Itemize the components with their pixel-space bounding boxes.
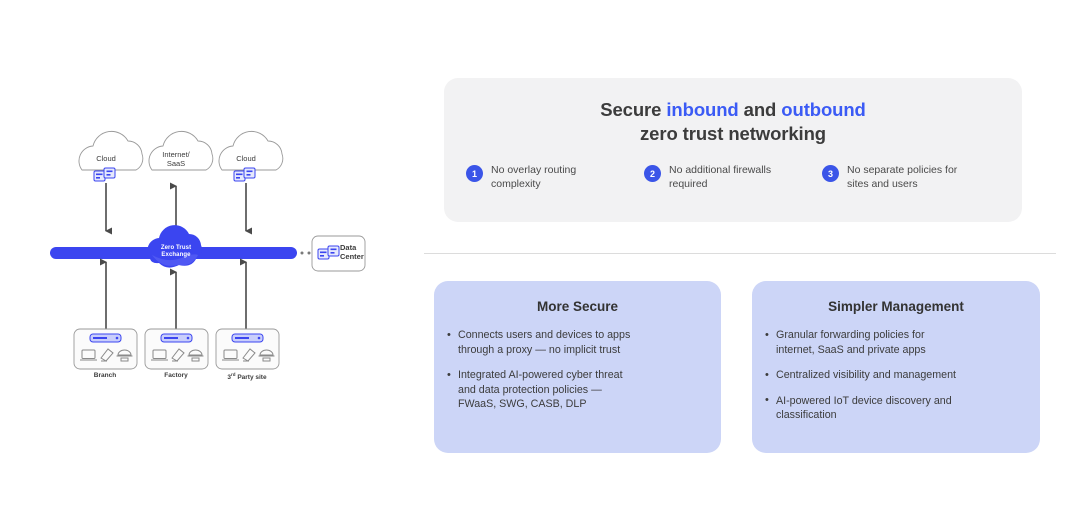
hero-point-text-1: No overlay routing complexity (491, 164, 577, 190)
section-divider (424, 253, 1056, 254)
card-more-secure: More Secure Connects users and devices t… (434, 281, 721, 453)
card-more-secure-list: Connects users and devices to apps throu… (434, 328, 721, 412)
hero-title-accent-inbound: inbound (666, 99, 739, 120)
card-simpler-management-bullet-1: Granular forwarding policies for interne… (765, 328, 1022, 357)
printer-icon-1 (116, 349, 133, 362)
card-simpler-management: Simpler Management Granular forwarding p… (752, 281, 1040, 453)
printer-icon-3 (258, 349, 275, 362)
cloud-label-3: Cloud (236, 154, 256, 163)
sensor-icon-3 (242, 348, 256, 362)
data-center-box (311, 235, 366, 272)
card-simpler-management-list: Granular forwarding policies for interne… (752, 328, 1040, 423)
site-box-2 (144, 328, 209, 370)
hero-point-1: 1 No overlay routing complexity (466, 164, 644, 191)
badge-number-3: 3 (822, 165, 839, 182)
card-more-secure-bullet-2: Integrated AI-powered cyber threat and d… (447, 368, 703, 412)
cloud-shape-2 (148, 130, 214, 171)
hero-title-pre: Secure (600, 99, 667, 120)
hero-point-3: 3 No separate policies for sites and use… (822, 164, 1000, 191)
zero-trust-exchange-label: Zero Trust Exchange (160, 245, 192, 258)
card-more-secure-title: More Secure (536, 299, 619, 314)
printer-icon-2 (187, 349, 204, 362)
sensor-icon-1 (100, 348, 114, 362)
cloud-label-2: Internet/ SaaS (162, 150, 190, 168)
hero-point-text-3: No separate policies for sites and users (847, 164, 958, 190)
site-label-third-party: 3rd Party site (227, 372, 267, 382)
server-icon-cloud-1 (93, 167, 116, 182)
network-diagram-svg (50, 130, 366, 370)
hero-title-accent-outbound: outbound (781, 99, 866, 120)
site-box-3 (215, 328, 280, 370)
hero-title-line2: zero trust networking (640, 123, 826, 144)
hero-panel: Secure inbound and outbound zero trust n… (444, 78, 1022, 222)
hero-point-text-2: No additional firewalls required (669, 164, 772, 190)
card-simpler-management-title: Simpler Management (828, 299, 964, 314)
laptop-icon-3 (222, 349, 239, 361)
network-diagram: Cloud Internet/ SaaS Cloud Zero Trust Ex… (0, 0, 400, 509)
site-box-1 (73, 328, 138, 370)
hero-title-mid: and (738, 99, 782, 120)
card-more-secure-bullet-1: Connects users and devices to apps throu… (447, 328, 703, 357)
laptop-icon-1 (80, 349, 97, 361)
data-center-label: Data Center (340, 243, 364, 261)
badge-number-2: 2 (644, 165, 661, 182)
site-label-branch: Branch (93, 372, 117, 379)
laptop-icon-2 (151, 349, 168, 361)
badge-number-1: 1 (466, 165, 483, 182)
hero-title: Secure inbound and outbound zero trust n… (444, 98, 1022, 146)
cloud-shape-3 (218, 130, 284, 171)
server-icon-data-center (317, 245, 340, 260)
sensor-icon-2 (171, 348, 185, 362)
zero-trust-exchange-cloud (147, 225, 202, 268)
cloud-shape-1 (78, 130, 144, 171)
card-simpler-management-bullet-3: AI-powered IoT device discovery and clas… (765, 393, 1022, 423)
site-label-factory: Factory (164, 372, 188, 379)
server-icon-cloud-3 (233, 167, 256, 182)
hero-point-2: 2 No additional firewalls required (644, 164, 822, 191)
cloud-label-1: Cloud (96, 154, 116, 163)
hero-points-list: 1 No overlay routing complexity 2 No add… (466, 164, 1000, 191)
card-simpler-management-bullet-2: Centralized visibility and management (765, 368, 1022, 383)
